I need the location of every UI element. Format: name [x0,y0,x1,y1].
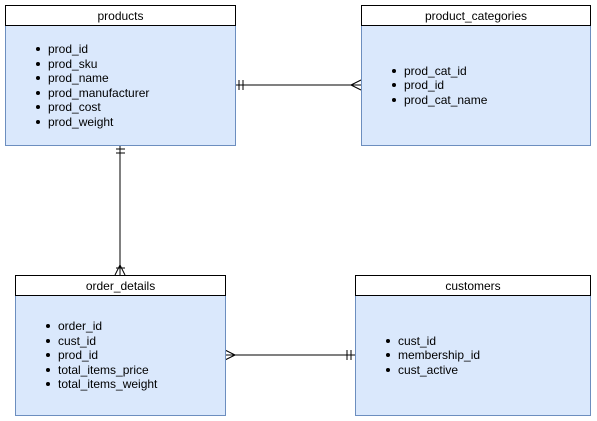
field-list: order_id cust_id prod_id total_items_pri… [16,319,157,392]
entity-body: prod_id prod_sku prod_name prod_manufact… [5,26,236,146]
field-item: prod_id [391,78,487,93]
field-item: cust_id [385,334,480,349]
relationship-order-details-customers [224,349,356,361]
relationship-products-order-details [114,145,126,276]
crowfoot-many-mark [224,349,236,361]
field-list: cust_id membership_id cust_active [356,334,480,378]
entity-body: cust_id membership_id cust_active [355,296,591,416]
field-item: prod_cat_name [391,92,488,107]
entity-body: order_id cust_id prod_id total_items_pri… [15,296,226,416]
entity-product-categories[interactable]: product_categories prod_cat_id prod_id p… [361,5,591,146]
entity-title: product_categories [361,5,591,26]
field-item: prod_cost [35,100,149,115]
field-item: total_items_weight [45,377,158,392]
field-item: prod_sku [35,57,149,72]
field-item: membership_id [385,348,481,363]
entity-title: products [5,5,236,26]
entity-customers[interactable]: customers cust_id membership_id cust_act… [355,275,591,416]
entity-title: order_details [15,275,226,296]
field-item: cust_active [385,363,480,378]
field-item: prod_name [35,71,149,86]
entity-products[interactable]: products prod_id prod_sku prod_name prod… [5,5,236,146]
field-item: order_id [45,319,157,334]
field-item: prod_id [35,42,149,57]
crowfoot-many-mark [350,79,362,91]
field-item: cust_id [45,334,157,349]
field-item: prod_manufacturer [35,85,150,100]
field-list: prod_cat_id prod_id prod_cat_name [362,64,487,108]
entity-body: prod_cat_id prod_id prod_cat_name [361,26,591,146]
crowfoot-many-mark [114,264,126,276]
field-item: prod_cat_id [391,64,487,79]
field-item: prod_weight [35,115,149,130]
field-item: total_items_price [45,363,157,378]
entity-title: customers [355,275,591,296]
field-item: prod_id [45,348,157,363]
entity-order-details[interactable]: order_details order_id cust_id prod_id t… [15,275,226,416]
field-list: prod_id prod_sku prod_name prod_manufact… [6,42,149,129]
relationship-products-product-categories [235,79,362,91]
